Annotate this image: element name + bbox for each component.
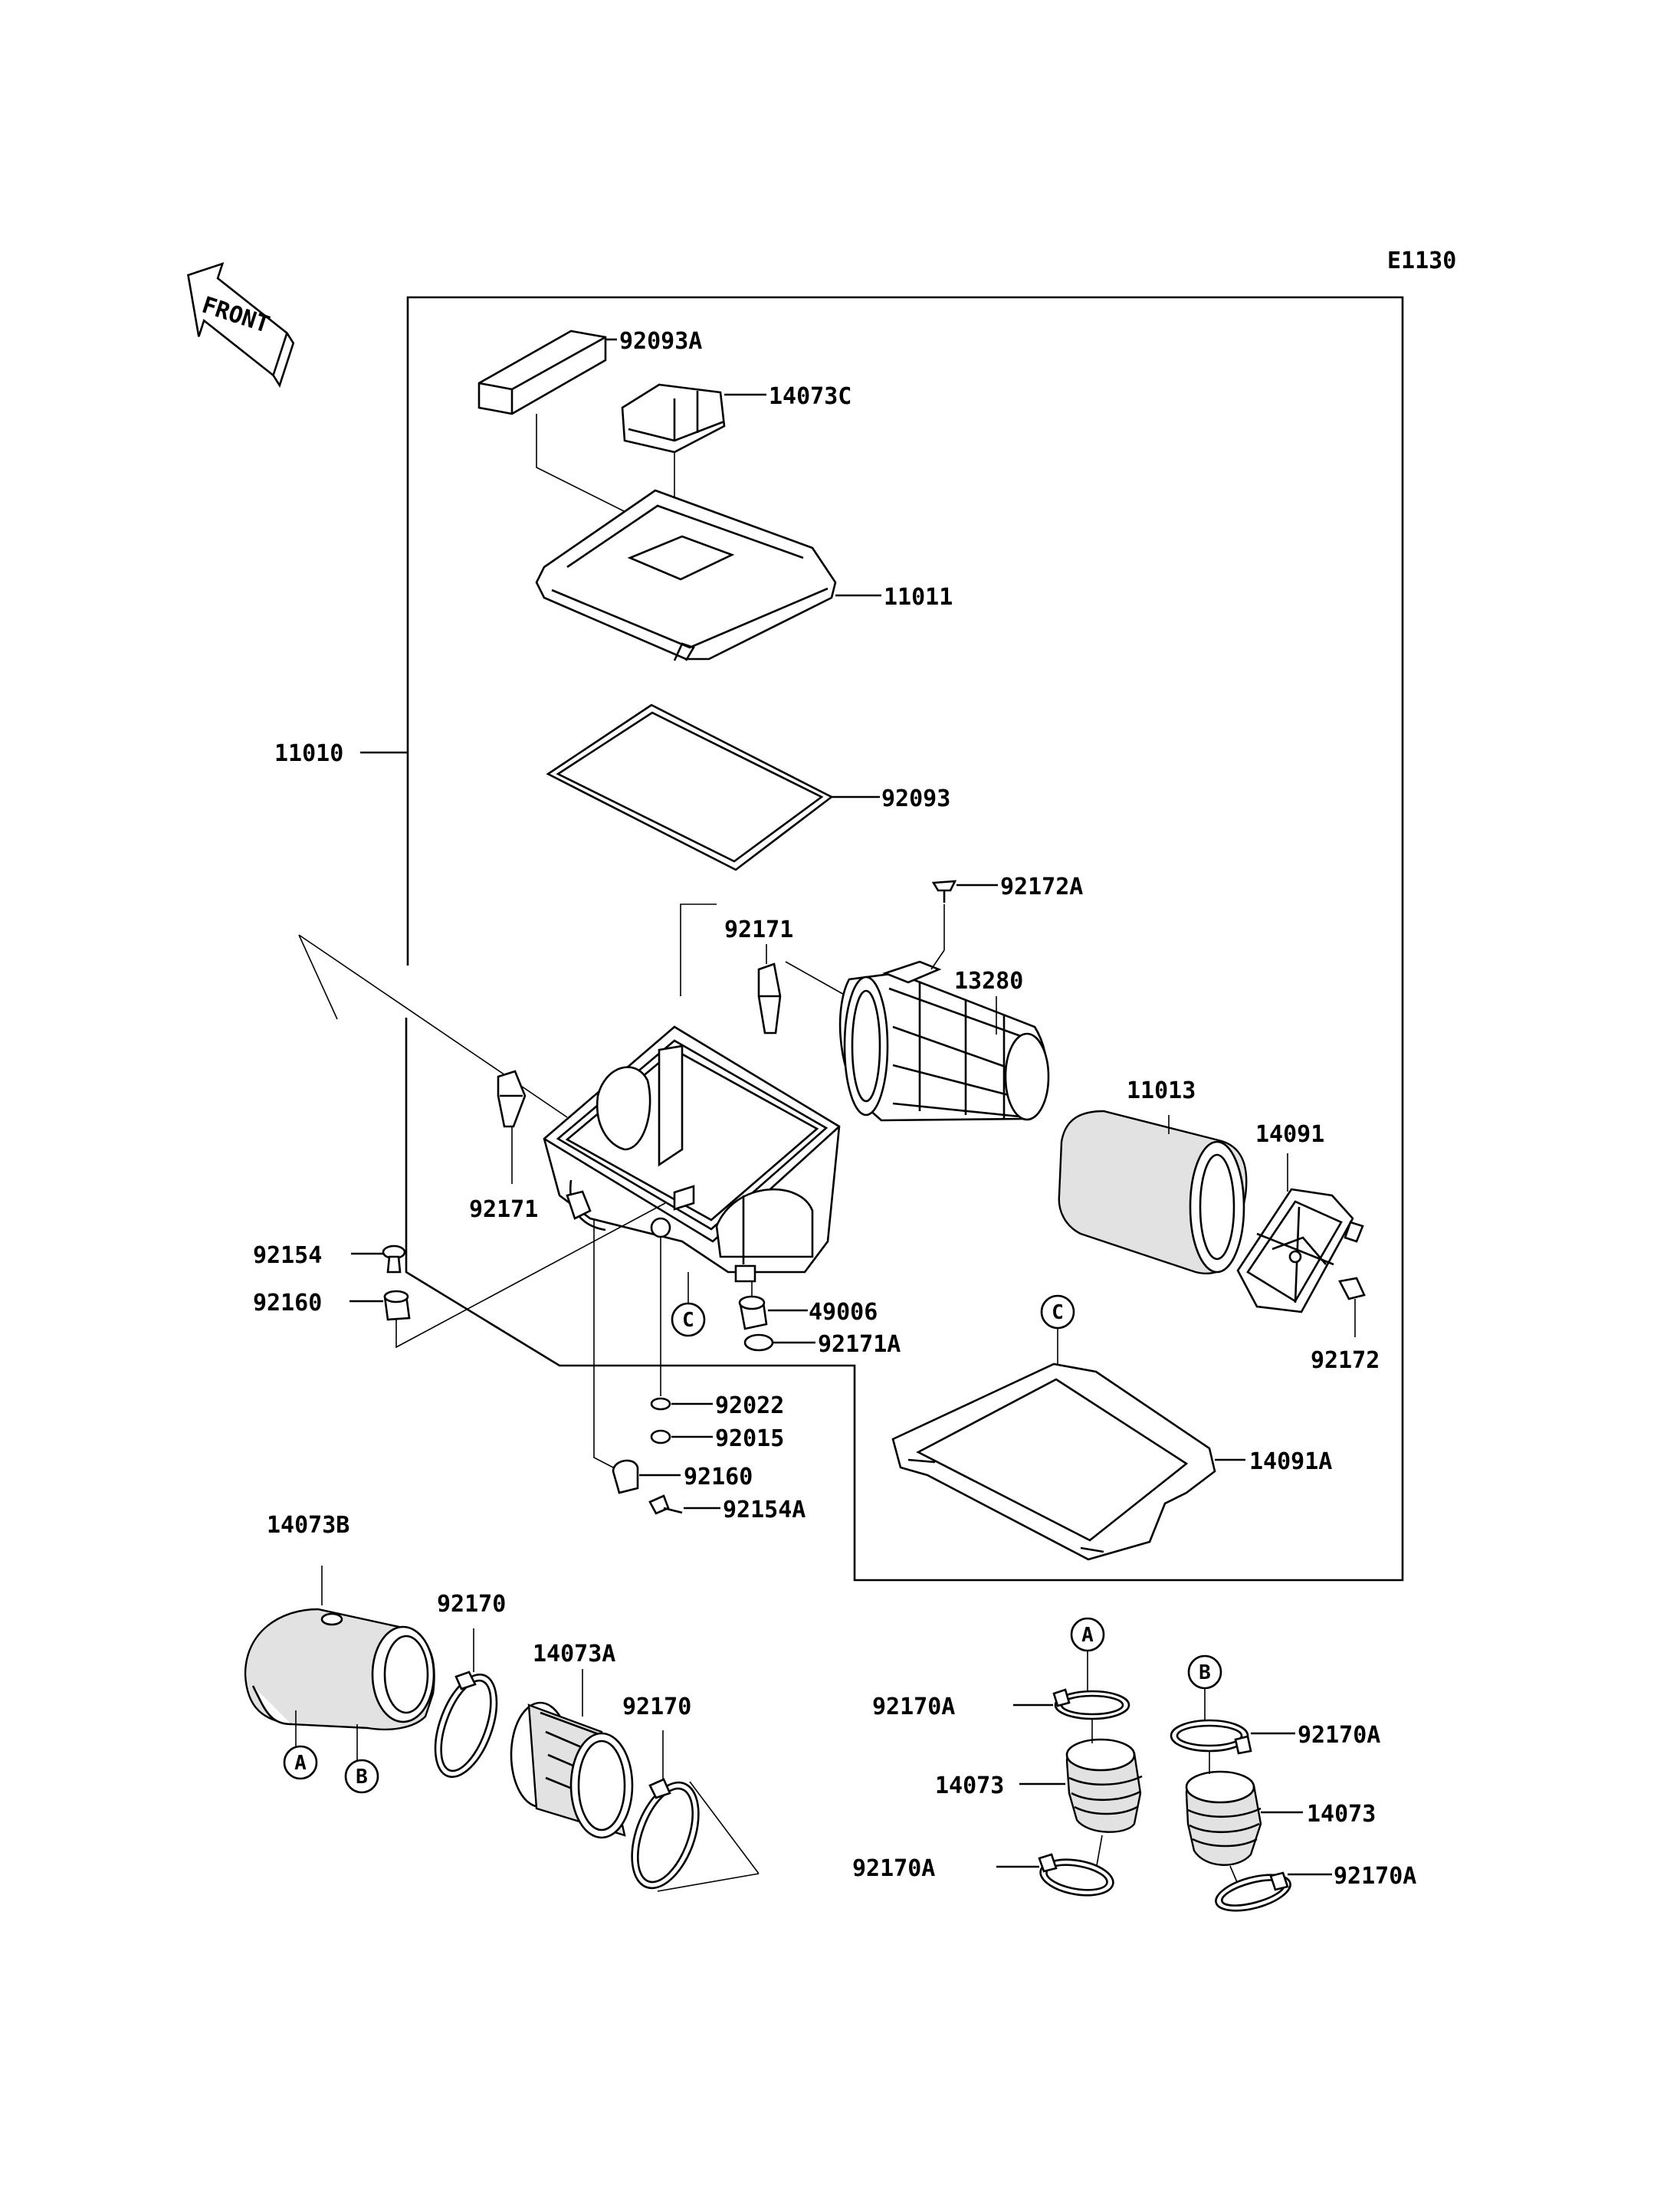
label-14091A: 14091A xyxy=(1249,1448,1332,1475)
screw-92172A: 92172A xyxy=(931,874,1083,950)
gasket-14091A xyxy=(891,1362,1245,1561)
gasket-92093: 92093 xyxy=(546,703,950,871)
label-14073A: 14073A xyxy=(533,1641,615,1667)
label-92022: 92022 xyxy=(715,1392,784,1419)
clamp-92170A-3 xyxy=(1170,1719,1295,1755)
label-11011: 11011 xyxy=(884,584,953,611)
label-92160-bottom: 92160 xyxy=(684,1464,753,1490)
sponge-92093A: 92093A xyxy=(477,328,702,522)
label-92171-top: 92171 xyxy=(724,917,793,943)
label-92015: 92015 xyxy=(715,1425,784,1452)
label-14091: 14091 xyxy=(1255,1121,1324,1148)
label-14073C: 14073C xyxy=(769,383,851,410)
screw-92172 xyxy=(1338,1277,1366,1337)
clip-92171-left xyxy=(497,1070,527,1128)
label-92170A-2: 92170A xyxy=(852,1855,935,1882)
clip-92171-top xyxy=(757,962,782,1035)
clamp-92170-a xyxy=(434,1628,498,1779)
clamp-92170A-2 xyxy=(996,1853,1114,1897)
label-92170-b: 92170 xyxy=(622,1694,691,1720)
clamp-92170A-4 xyxy=(1215,1871,1332,1912)
callout-a-right: A xyxy=(1070,1617,1105,1694)
label-14073B: 14073B xyxy=(267,1512,349,1539)
label-92093A: 92093A xyxy=(619,328,702,355)
label-11013: 11013 xyxy=(1127,1077,1196,1104)
label-92171-left: 92171 xyxy=(469,1196,538,1223)
element-11013 xyxy=(1058,1110,1248,1274)
air-cleaner-case xyxy=(543,1025,841,1283)
washer-92022 xyxy=(650,1397,713,1411)
callout-c-left-label: C xyxy=(682,1309,694,1332)
label-92172A: 92172A xyxy=(1000,874,1083,900)
label-92170A-3: 92170A xyxy=(1298,1722,1380,1749)
nut-92015 xyxy=(650,1429,713,1444)
assembly-bracket-11010 xyxy=(360,296,1404,1582)
element-holder-13280 xyxy=(838,949,1050,1122)
duct-14073C: 14073C xyxy=(621,383,851,536)
label-14073-1: 14073 xyxy=(935,1772,1004,1799)
callout-c-left: C xyxy=(671,1272,706,1337)
front-arrow-icon: FRONT xyxy=(186,262,295,388)
bolt-92154 xyxy=(351,1244,406,1274)
label-92170A-4: 92170A xyxy=(1334,1863,1416,1890)
label-49006: 49006 xyxy=(809,1299,878,1326)
label-92171A: 92171A xyxy=(818,1331,901,1358)
label-92160-left: 92160 xyxy=(253,1290,322,1317)
callout-c-right-label: C xyxy=(1052,1301,1064,1324)
damper-92160-left xyxy=(349,1202,666,1349)
callout-b-left: B xyxy=(344,1724,379,1794)
duct-14073A xyxy=(510,1669,634,1839)
label-92172: 92172 xyxy=(1311,1347,1380,1374)
clamp-92171A xyxy=(743,1333,815,1352)
label-92154A: 92154A xyxy=(723,1497,806,1523)
label-92154: 92154 xyxy=(253,1242,322,1269)
callout-a-left: A xyxy=(283,1710,318,1780)
cover-11011: 11011 xyxy=(535,489,953,661)
clamp-92170-b xyxy=(631,1730,760,1892)
label-92170-a: 92170 xyxy=(437,1591,506,1618)
damper-92160-bottom xyxy=(593,1218,681,1494)
label-92170A-1: 92170A xyxy=(872,1694,955,1720)
duct-14073-2 xyxy=(1185,1751,1303,1894)
callout-b-right-label: B xyxy=(1199,1661,1211,1684)
duct-14073-1 xyxy=(1019,1719,1143,1871)
cap-49006 xyxy=(738,1281,808,1330)
diagram-code: E1130 xyxy=(1387,248,1456,274)
label-92093: 92093 xyxy=(881,785,950,812)
cover-14091 xyxy=(1236,1153,1364,1313)
callout-b-left-label: B xyxy=(356,1766,368,1789)
clamp-92170A-1 xyxy=(1013,1688,1130,1720)
callout-a-left-label: A xyxy=(294,1752,307,1775)
label-13280: 13280 xyxy=(954,968,1023,995)
label-11010: 11010 xyxy=(274,740,343,767)
bolt-92154A xyxy=(648,1494,720,1515)
duct-14073B xyxy=(244,1566,435,1730)
callout-b-right: B xyxy=(1187,1654,1222,1723)
callout-a-right-label: A xyxy=(1081,1624,1094,1647)
label-14073-2: 14073 xyxy=(1307,1801,1376,1828)
